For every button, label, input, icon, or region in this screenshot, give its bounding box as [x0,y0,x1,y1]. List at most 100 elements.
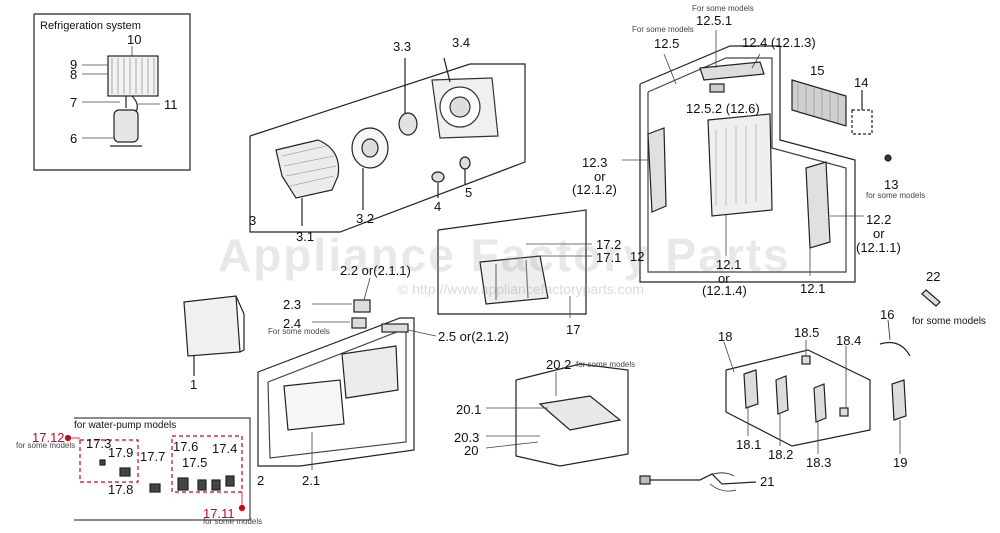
label-20: 20 [464,443,479,458]
motor [398,112,418,136]
note-2-4: For some models [268,327,330,336]
note-22: for some models [912,316,986,327]
part-16 [879,341,911,357]
label-12-3: 12.3 [582,155,608,170]
label-20-1: 20.1 [456,402,482,417]
label-1: 1 [190,377,198,392]
label-12-5-2: 12.5.2 (12.6) [686,101,760,116]
label-17-1: 17.1 [596,250,622,265]
label-11: 11 [164,97,178,112]
power-cord [648,473,757,485]
label-12-4: 12.4 (12.1.3) [742,35,816,50]
label-19: 19 [893,455,908,470]
label-12-1-4: (12.1.4) [702,283,747,298]
control-bracket-1 [743,369,759,409]
label-18-3: 18.3 [806,455,832,470]
control-bracket-3 [813,383,827,423]
note-12-5: For some models [632,25,694,34]
label-7: 7 [70,95,78,110]
note-17-11: for some models [203,517,263,526]
side-panel-left [647,127,667,213]
note-20-2: for some models [576,360,636,369]
label-18: 18 [718,329,733,344]
label-17-6: 17.6 [173,439,199,454]
label-2: 2 [257,473,265,488]
front-group-frame [257,317,415,467]
label-22: 22 [926,269,941,284]
control-bracket-2 [775,375,789,415]
label-10: 10 [127,32,142,47]
bracket-19 [891,379,907,421]
pump-group-right [171,435,243,493]
label-17-3: 17.3 [86,436,112,451]
drain-pan [479,255,549,305]
label-15: 15 [810,63,825,78]
label-2-3: 2.3 [283,297,302,312]
label-12-5-1: 12.5.1 [696,13,733,28]
label-2-5: 2.5 or(2.1.2) [438,329,509,344]
label-3-3: 3.3 [393,39,412,54]
label-17-8: 17.8 [108,482,134,497]
drain-frame [437,209,587,315]
label-2-4: 2.4 [283,316,302,331]
cabinet-frame [639,45,856,283]
label-5: 5 [465,185,473,200]
label-18-1: 18.1 [736,437,762,452]
base-tray [538,395,622,431]
label-17-5: 17.5 [182,455,208,470]
watermark-url: © http://www.appliancefactoryparts.com [398,281,645,297]
note-17-12: for some models [16,441,76,450]
condenser-coil [107,55,159,97]
label-12-1-1: (12.1.1) [856,240,901,255]
label-17-2: 17.2 [596,237,622,252]
label-17-9: 17.9 [108,445,134,460]
rear-panel [707,113,773,217]
display-board [283,379,345,431]
water-pump-frame [74,417,251,521]
label-18-5: 18.5 [794,325,820,340]
refrigeration-caption: Refrigeration system [40,20,141,32]
label-12-1-2: (12.1.2) [572,182,617,197]
pump-group-left [79,439,139,483]
label-3: 3 [249,213,257,228]
label-3-4: 3.4 [452,35,471,50]
label-12-2: 12.2 [866,212,892,227]
side-panel-right [805,161,831,249]
label-12-1-b: 12.1 [800,281,826,296]
label-12-1-or: or [718,271,730,286]
refrigeration-inset-frame [33,13,191,171]
label-12-2-or: or [873,226,885,241]
label-12-5: 12.5 [654,36,680,51]
label-17-12: 17.12 [32,430,65,445]
label-3-2: 3.2 [356,211,375,226]
label-18-2: 18.2 [768,447,794,462]
label-16: 16 [880,307,895,322]
front-panel [183,295,241,357]
label-6: 6 [70,131,78,146]
note-12-5-1: For some models [692,4,754,13]
label-21: 21 [760,474,775,489]
watermark-title: Appliance Factory Parts [218,229,791,281]
label-17: 17 [566,322,581,337]
label-4: 4 [434,199,442,214]
compressor [113,109,139,143]
pump-caption: for water-pump models [74,420,177,431]
label-12: 12 [630,249,645,264]
label-3-1: 3.1 [296,229,315,244]
label-18-4: 18.4 [836,333,862,348]
label-20-3: 20.3 [454,430,480,445]
label-2-2: 2.2 or(2.1.1) [340,263,411,278]
control-box [341,345,399,399]
controls-frame [725,349,871,447]
label-13: 13 [884,177,899,192]
label-17-4: 17.4 [212,441,238,456]
label-8: 8 [70,67,78,82]
label-9: 9 [70,57,78,72]
label-14: 14 [854,75,869,90]
label-20-2: 20.2 [546,357,572,372]
blower-housing [431,77,499,139]
label-12-3-or: or [594,169,606,184]
label-17-11: 17.11 [203,506,235,521]
